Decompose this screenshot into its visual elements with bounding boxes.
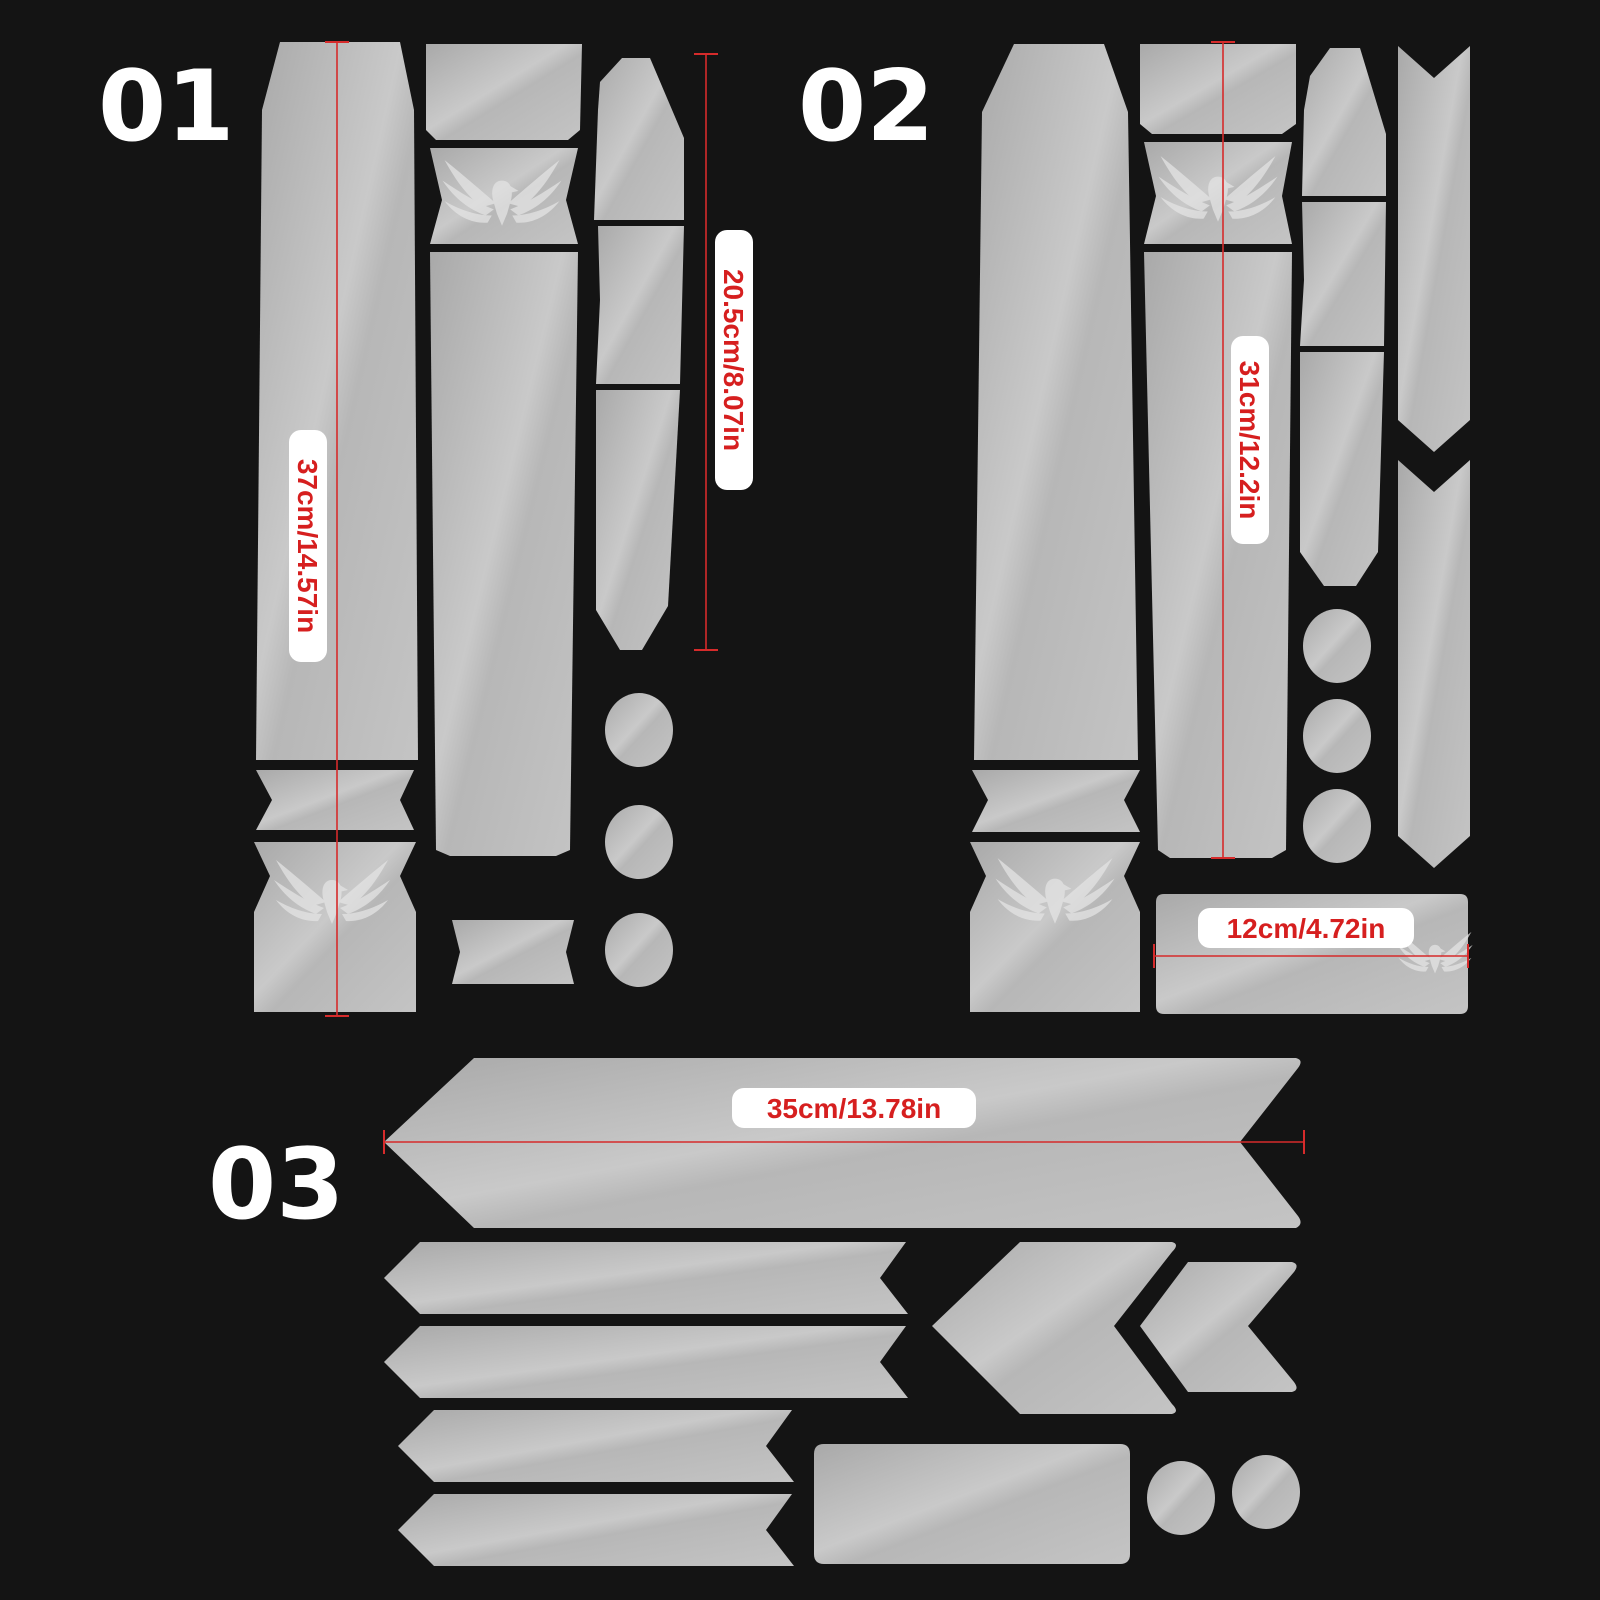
set-02-strip-mid — [1300, 202, 1386, 346]
set-02-strip-dimension-text: 31cm/12.2in — [1234, 361, 1265, 520]
set-02-chevron-strip-upper — [1398, 46, 1470, 452]
set-03-chevron-strip-4 — [398, 1494, 794, 1566]
set-01-dot-1 — [605, 693, 673, 767]
set-03-plate-piece — [814, 1444, 1130, 1564]
set-03-small-arrow-piece — [1140, 1262, 1297, 1392]
set-02-tall-piece-lower-a — [972, 770, 1140, 832]
set-03-big-arrow-piece — [932, 1242, 1176, 1414]
set-01: 01 37cm/14.57in 20.5cm/8.07in — [98, 41, 753, 1017]
set-03-dot-2 — [1232, 1455, 1300, 1529]
set-01-bowtie-piece — [452, 920, 574, 984]
set-01-strip-mid — [596, 226, 684, 384]
set-01-tall-piece-lower-b — [254, 842, 416, 1012]
set-01-tall-dimension-text: 37cm/14.57in — [292, 459, 323, 633]
set-03-long-dimension-label: 35cm/13.78in — [732, 1088, 976, 1128]
set-01-dot-3 — [605, 913, 673, 987]
set-01-strip-low — [596, 390, 680, 650]
set-01-strip-top — [594, 58, 684, 220]
set-02-dot-1 — [1303, 609, 1371, 683]
set-02-medium-top — [1140, 44, 1296, 134]
set-02: 02 31cm/12.2in 12cm/4.72in — [798, 41, 1473, 1014]
set-02-tall-piece — [974, 44, 1138, 760]
set-02-chevron-strip-lower — [1398, 460, 1470, 868]
set-02-dot-2 — [1303, 699, 1371, 773]
set-01-strip-dimension-text: 20.5cm/8.07in — [718, 269, 749, 451]
set-01-strip-dimension-label: 20.5cm/8.07in — [715, 230, 753, 490]
set-01-tall-piece-lower-a — [256, 770, 414, 830]
set-02-tall-piece-lower-b — [970, 842, 1140, 1012]
set-02-medium-long — [1144, 252, 1292, 858]
set-03-long-chevron-piece — [384, 1058, 1301, 1228]
set-03-dot-1 — [1147, 1461, 1215, 1535]
set-01-tall-dimension-label: 37cm/14.57in — [289, 430, 327, 662]
set-01-medium-long — [430, 252, 578, 856]
set-03-chevron-strip-2 — [384, 1326, 908, 1398]
set-02-strip-top — [1302, 48, 1386, 196]
set-02-dot-3 — [1303, 789, 1371, 863]
set-03-long-dimension-text: 35cm/13.78in — [767, 1093, 941, 1124]
set-02-plate-dimension-text: 12cm/4.72in — [1227, 913, 1386, 944]
set-02-plate-dimension-label: 12cm/4.72in — [1198, 908, 1414, 948]
set-01-dot-2 — [605, 805, 673, 879]
set-01-number: 01 — [98, 50, 234, 164]
set-02-number: 02 — [798, 50, 934, 164]
set-03: 03 35cm/13.78in — [208, 1058, 1305, 1566]
set-02-strip-low — [1300, 352, 1384, 586]
set-01-medium-top — [426, 44, 582, 140]
set-03-chevron-strip-3 — [398, 1410, 794, 1482]
set-02-strip-dimension-label: 31cm/12.2in — [1231, 336, 1269, 544]
set-03-chevron-strip-1 — [384, 1242, 908, 1314]
set-03-number: 03 — [208, 1128, 344, 1242]
